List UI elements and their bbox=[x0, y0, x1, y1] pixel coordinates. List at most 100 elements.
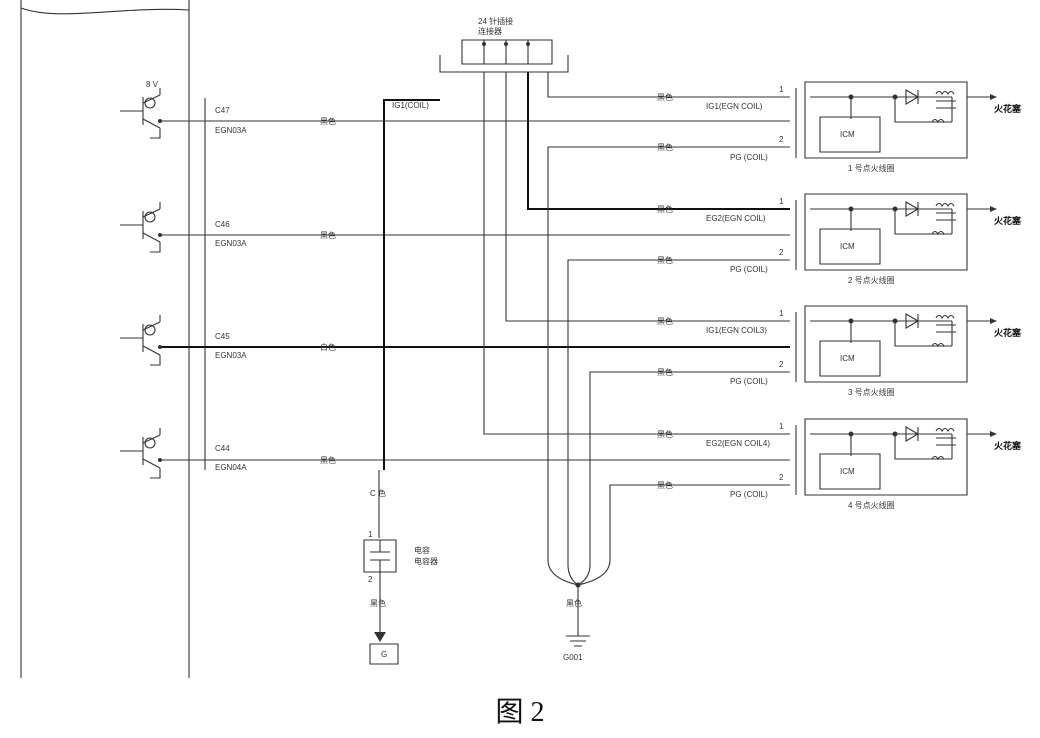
transistor-icon bbox=[120, 202, 160, 252]
channel-signal-label: EGN04A bbox=[215, 463, 247, 472]
relay-title: 24 针插接 bbox=[478, 16, 513, 26]
coil-ig-wire-color: 黑色 bbox=[657, 92, 673, 102]
coil-box bbox=[805, 419, 967, 495]
coil-module-2: 黑色 黑色 IG1(EGN COIL3) PG (COIL) 1 2 ICM 火… bbox=[657, 306, 1022, 397]
ecu-outline bbox=[21, 0, 189, 678]
coil-pg-wire-color: 黑色 bbox=[657, 255, 673, 265]
capacitor-pin-bottom: 2 bbox=[368, 575, 373, 584]
coil-pg-label: PG (COIL) bbox=[730, 265, 768, 274]
coil-box bbox=[805, 82, 967, 158]
arrow-right-icon bbox=[990, 94, 997, 100]
pg-wire-coil1 bbox=[548, 147, 790, 585]
channel-signal-label: EGN03A bbox=[215, 126, 247, 135]
figure-caption: 图 2 bbox=[495, 697, 545, 728]
ig-main-label: IG1(COIL) bbox=[392, 101, 429, 110]
coil-name: 1 号点火线圈 bbox=[848, 163, 895, 173]
coil-name: 2 号点火线圈 bbox=[848, 275, 895, 285]
transistor-icon bbox=[120, 428, 160, 478]
coil-module-1: 黑色 黑色 EG2(EGN COIL) PG (COIL) 1 2 ICM 火花… bbox=[657, 194, 1022, 285]
coil-box bbox=[805, 306, 967, 382]
coil-winding-icon bbox=[932, 429, 956, 460]
top-relay: 24 针插接 连接器 bbox=[440, 16, 568, 72]
capacitor-bottom-wire-color: 黑色 bbox=[370, 598, 386, 608]
coil-pg-wire-color: 黑色 bbox=[657, 367, 673, 377]
coil-pg-wire-color: 黑色 bbox=[657, 142, 673, 152]
coil-pin1: 1 bbox=[779, 309, 784, 318]
coil-ig-wire-color: 黑色 bbox=[657, 316, 673, 326]
icm-box bbox=[820, 229, 880, 264]
channel-pin-label: C44 bbox=[215, 444, 230, 453]
coil-winding-icon bbox=[932, 92, 956, 123]
icm-box bbox=[820, 454, 880, 489]
coil-pin2: 2 bbox=[779, 248, 784, 257]
coil-pg-label: PG (COIL) bbox=[730, 490, 768, 499]
relay-body bbox=[462, 40, 552, 64]
arrow-right-icon bbox=[990, 206, 997, 212]
icm-label: ICM bbox=[840, 354, 855, 363]
coil-ig-label: EG2(EGN COIL4) bbox=[706, 439, 770, 448]
relay-wire-coil1 bbox=[548, 72, 790, 97]
relay-subtitle: 连接器 bbox=[478, 26, 502, 36]
pg-wire-coil4 bbox=[578, 485, 790, 585]
channel-wire-color: 黑色 bbox=[320, 116, 336, 126]
coil-winding-icon bbox=[932, 204, 956, 235]
transistor-icon bbox=[120, 315, 160, 365]
ig-main-feed bbox=[384, 100, 440, 470]
coil-name: 3 号点火线圈 bbox=[848, 387, 895, 397]
channel-signal-label: EGN03A bbox=[215, 351, 247, 360]
ground-wire-color: 黑色 bbox=[566, 598, 582, 608]
arrow-right-icon bbox=[990, 318, 997, 324]
coil-box bbox=[805, 194, 967, 270]
coil-pin1: 1 bbox=[779, 197, 784, 206]
coil-pin1: 1 bbox=[779, 422, 784, 431]
coil-module-3: 黑色 黑色 EG2(EGN COIL4) PG (COIL) 1 2 ICM 火… bbox=[657, 419, 1022, 510]
coil-plug-label: 火花塞 bbox=[994, 327, 1022, 338]
ground-label: G001 bbox=[563, 653, 583, 662]
ecu-channel-3: C44 EGN04A 黑色 bbox=[120, 428, 790, 478]
capacitor-sublabel: 电容器 bbox=[414, 556, 438, 566]
diode-icon bbox=[906, 427, 918, 441]
coil-plug-label: 火花塞 bbox=[994, 103, 1022, 114]
common-ground: 黑色 G001 bbox=[563, 582, 590, 662]
coil-plug-label: 火花塞 bbox=[994, 440, 1022, 451]
pg-wire-coil3 bbox=[578, 372, 790, 585]
capacitor-label: 电容 bbox=[414, 545, 430, 555]
transistor-icon bbox=[120, 88, 160, 138]
diode-icon bbox=[906, 202, 918, 216]
diode-icon bbox=[906, 90, 918, 104]
channel-wire-color: 黑色 bbox=[320, 230, 336, 240]
relay-wire-coil2 bbox=[528, 72, 790, 209]
coil-pin2: 2 bbox=[779, 473, 784, 482]
channel-pin-label: C47 bbox=[215, 106, 230, 115]
icm-box bbox=[820, 117, 880, 152]
ecu-channel-2: C45 EGN03A 白色 bbox=[120, 315, 790, 365]
icm-label: ICM bbox=[840, 130, 855, 139]
icm-label: ICM bbox=[840, 467, 855, 476]
coil-plug-label: 火花塞 bbox=[994, 215, 1022, 226]
ground-icon bbox=[566, 630, 590, 646]
coil-pg-label: PG (COIL) bbox=[730, 153, 768, 162]
relay-wire-coil3 bbox=[506, 72, 790, 321]
ground-box bbox=[370, 644, 398, 664]
coil-pg-wire-color: 黑色 bbox=[657, 480, 673, 490]
channel-pin-label: C45 bbox=[215, 332, 230, 341]
coil-winding-icon bbox=[932, 316, 956, 347]
arrow-down-icon bbox=[374, 632, 386, 642]
ecu-channel-1: C46 EGN03A 黑色 bbox=[120, 202, 790, 252]
relay-wire-coil4 bbox=[484, 72, 790, 434]
channel-pin-label: C46 bbox=[215, 220, 230, 229]
icm-box bbox=[820, 341, 880, 376]
coil-pg-label: PG (COIL) bbox=[730, 377, 768, 386]
pg-wire-coil2 bbox=[568, 260, 790, 585]
capacitor-top-wire-color: C 色 bbox=[370, 488, 386, 498]
arrow-right-icon bbox=[990, 431, 997, 437]
coil-pin1: 1 bbox=[779, 85, 784, 94]
ecu-channel-0: C47 EGN03A 黑色 bbox=[120, 88, 790, 138]
coil-name: 4 号点火线圈 bbox=[848, 500, 895, 510]
channel-signal-label: EGN03A bbox=[215, 239, 247, 248]
coil-ig-label: IG1(EGN COIL3) bbox=[706, 326, 767, 335]
channel-wire-color: 黑色 bbox=[320, 455, 336, 465]
coil-pin2: 2 bbox=[779, 135, 784, 144]
coil-pin2: 2 bbox=[779, 360, 784, 369]
